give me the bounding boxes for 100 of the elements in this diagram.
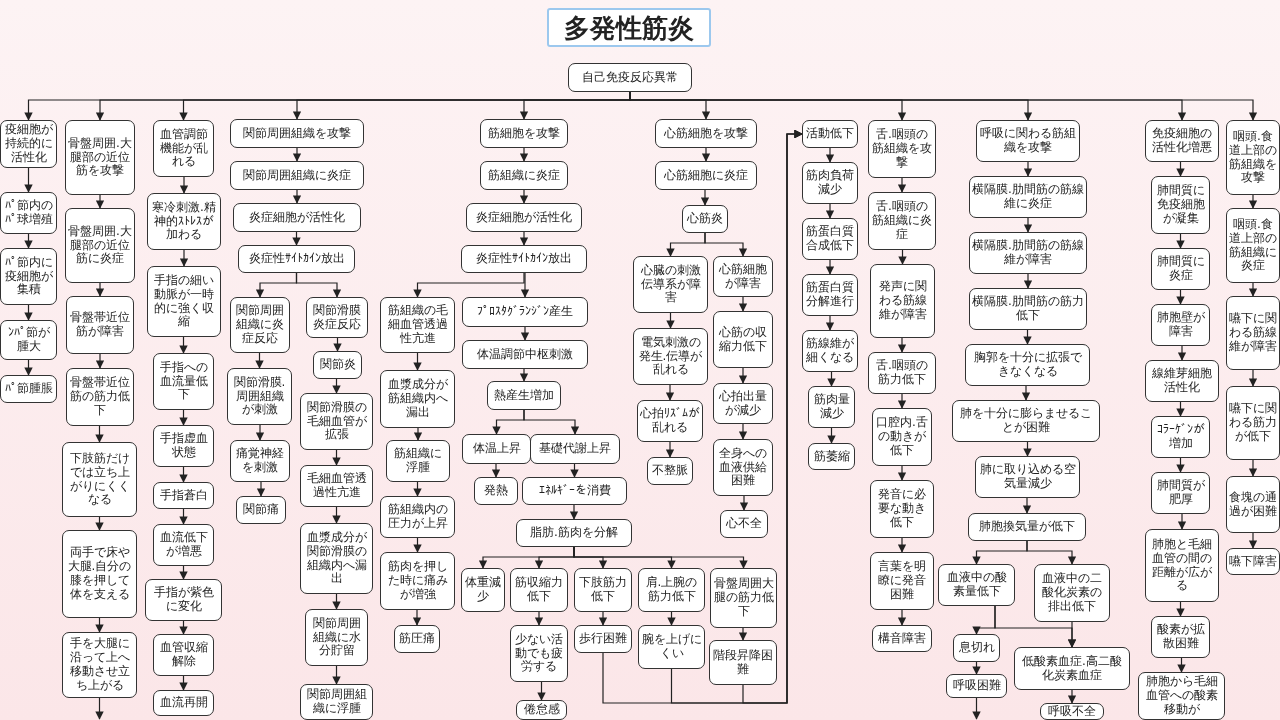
step-text: ﾊﾟ節腫脹 (4, 382, 53, 396)
step-text: 下肢筋だけでは立ち上がりにくくなる (68, 451, 131, 508)
arrow (534, 611, 544, 626)
process-box (66, 296, 134, 354)
arrow (1176, 161, 1185, 177)
step-text: 筋肉量減少 (812, 393, 851, 421)
step-text: 呼吸に関わる筋組織を攻撃 (979, 127, 1077, 155)
process-box (380, 370, 455, 428)
arrow (897, 465, 907, 481)
arrow (898, 249, 907, 265)
step-text: 心筋細胞を攻撃 (664, 126, 748, 141)
step-text: 炎症性ｻｲﾄｶｲﾝ放出 (476, 252, 572, 266)
step-text: 炎症細胞が活性化 (476, 210, 572, 225)
step-text: 舌.咽頭の筋組織に炎症 (871, 200, 933, 242)
arrow (520, 272, 530, 298)
process-box (952, 400, 1100, 442)
process-box (802, 274, 858, 316)
arrow (738, 627, 748, 641)
arrow (295, 272, 342, 298)
step-text: 関節周囲組織に水分貯留 (311, 616, 362, 659)
step-text: 骨盤周囲.大腿部の近位筋を攻撃 (68, 136, 132, 179)
step-text: 歩行困難 (579, 632, 627, 646)
process-box (1226, 476, 1280, 533)
process-box (637, 400, 703, 442)
process-box (62, 442, 137, 517)
arrow (1248, 369, 1258, 387)
arrow (179, 675, 188, 691)
process-box (0, 192, 57, 234)
arrow (1176, 601, 1185, 617)
step-text: 免疫細胞の活性化増悪 (1151, 127, 1213, 155)
process-box (713, 439, 773, 496)
process-box (713, 383, 773, 424)
arrow (1023, 329, 1032, 345)
arrow (1248, 459, 1258, 477)
process-box (62, 632, 137, 698)
step-text: 体温調節中枢刺激 (477, 347, 573, 362)
process-box (230, 440, 290, 482)
arrow (95, 194, 105, 209)
process-box (487, 381, 561, 410)
step-text: 筋組織内の圧力が上昇 (386, 503, 449, 531)
process-box (969, 232, 1087, 274)
step-text: 腕を上げにくい (641, 633, 702, 661)
arrow (738, 296, 748, 312)
process-box (62, 530, 137, 618)
step-text: 線維芽細胞活性化 (1151, 367, 1213, 395)
arrow (413, 537, 422, 553)
arrow (95, 425, 104, 443)
step-text: 筋萎縮 (813, 449, 850, 464)
step-text: 体温上昇 (472, 442, 521, 456)
process-box (1151, 304, 1210, 346)
process-box (1014, 647, 1130, 690)
step-text: 嚥下に関わる筋力が低下 (1228, 402, 1278, 444)
process-box (510, 568, 568, 612)
step-text: 筋細胞を攻撃 (488, 126, 560, 141)
process-box (872, 408, 932, 466)
process-box (300, 523, 373, 594)
step-text: 炎症性ｻｲﾄｶｲﾝ放出 (248, 252, 345, 266)
step-text: 倦怠感 (523, 703, 560, 717)
arrow (665, 384, 675, 401)
process-box (574, 625, 632, 653)
step-text: 筋蛋白質分解進行 (805, 281, 855, 309)
step-text: 疫細胞が持続的に活性化 (3, 123, 54, 165)
process-box (65, 120, 135, 195)
process-box (638, 625, 705, 669)
arrow (1177, 657, 1186, 673)
process-box (709, 640, 777, 685)
step-text: 骨盤周囲大腿の筋力低下 (713, 577, 774, 619)
arrow (825, 147, 835, 163)
arrow (520, 326, 530, 341)
step-text: 血管調節機能が乱れる (158, 127, 209, 170)
process-box (969, 288, 1087, 330)
arrow (332, 506, 341, 524)
step-text: 肺胞換気量が低下 (979, 520, 1075, 534)
step-text: 血液中の二酸化炭素の排出低下 (1041, 572, 1103, 614)
process-box (480, 161, 568, 190)
process-box (153, 120, 214, 177)
step-text: 血流再開 (159, 696, 208, 710)
arrow (665, 441, 675, 458)
process-box (530, 434, 620, 464)
arrow (256, 481, 266, 497)
process-box (1151, 176, 1210, 234)
arrow (700, 189, 710, 206)
arrow (738, 423, 748, 440)
process-box (380, 297, 455, 353)
step-text: 心拍ﾘｽﾞﾑが乱れる (640, 407, 700, 435)
arrow (24, 359, 33, 376)
arrow (412, 609, 422, 626)
step-text: 基礎代謝上昇 (539, 442, 611, 456)
process-box (802, 330, 858, 372)
process-box (976, 120, 1080, 162)
arrow (739, 495, 749, 511)
step-text: 発音に必要な動き低下 (877, 488, 927, 530)
step-text: 全身への血液供給困難 (718, 446, 768, 489)
process-box (305, 609, 368, 666)
step-text: 心筋細胞が障害 (718, 262, 768, 291)
arrow (179, 565, 188, 580)
step-text: ﾊﾟ節内のﾊﾟ球増殖 (3, 199, 54, 227)
process-box (147, 193, 221, 250)
step-text: 両手で床や大腿.自分の膝を押して体を支える (66, 546, 133, 602)
step-text: 筋収縮力低下 (514, 576, 564, 604)
